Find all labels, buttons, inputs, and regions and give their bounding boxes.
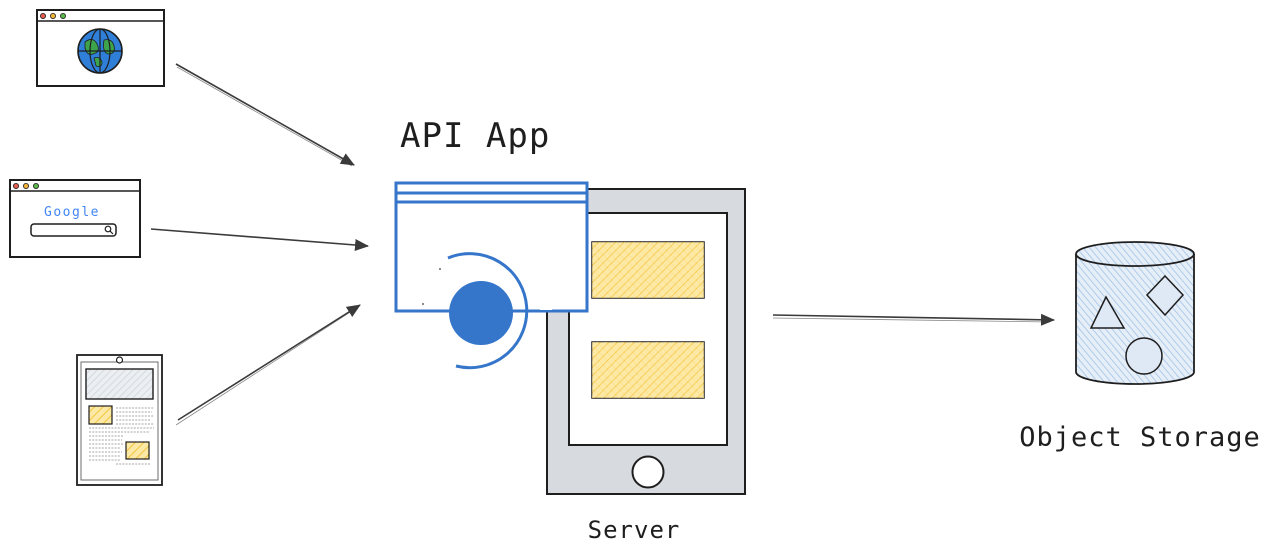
server-device-icon [546,188,746,495]
client-arrows [150,63,369,426]
api-app-core-dot [449,281,513,345]
object-storage-label: Object Storage [1019,422,1261,453]
object-storage-cylinder-icon [1075,241,1195,385]
globe-browser-icon [36,9,165,87]
server-block-top [591,241,705,299]
arrow-web-to-api [175,63,355,166]
server-label: Server [588,516,681,544]
diamond-shape [1145,274,1185,317]
triangle-shape [1089,295,1126,329]
server-block-bottom [591,341,705,399]
api-app-label: API App [400,116,550,156]
api-app-window-icon [394,181,589,370]
google-logo: Google [44,205,100,220]
home-button [631,455,665,489]
google-search-browser-icon: Google [9,179,141,258]
search-icon [104,225,114,235]
arrow-search-to-api [150,228,369,251]
circle-shape [1125,337,1163,375]
arrow-tablet-to-api [177,304,361,421]
globe-icon [77,28,123,74]
search-bar [30,223,117,237]
tablet-document-icon [76,354,163,486]
arrow-server-to-storage [772,313,1055,326]
